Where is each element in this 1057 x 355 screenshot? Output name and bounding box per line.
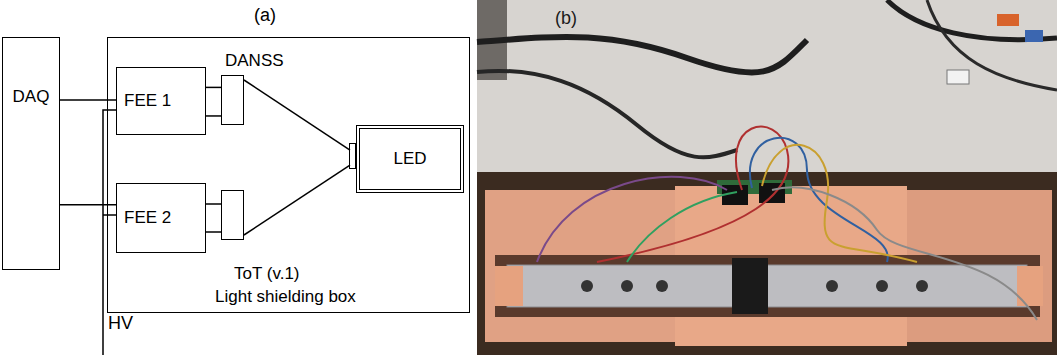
sensor-dot — [581, 280, 593, 292]
node-label: FEE 2 — [124, 209, 171, 228]
node-label: FEE 1 — [124, 92, 171, 111]
wire — [627, 192, 737, 262]
signal-name: HV — [108, 314, 133, 334]
hv-line — [103, 214, 116, 216]
end-block — [495, 266, 523, 306]
panel-letter: (a) — [254, 6, 276, 26]
node-label: Light shielding box — [215, 288, 469, 307]
clamp — [732, 258, 768, 314]
wire — [772, 187, 1037, 320]
connector — [997, 14, 1019, 26]
led-box: LED — [356, 125, 464, 193]
wire — [762, 145, 917, 262]
connector-line — [206, 115, 221, 117]
connector-line — [206, 203, 221, 205]
connector-line — [206, 231, 221, 233]
sensor-dot — [826, 280, 838, 292]
black-cable — [477, 71, 737, 157]
foam-channel — [495, 255, 1040, 317]
connector — [1025, 30, 1043, 42]
detector-strip: DANSS — [221, 75, 244, 125]
sensor-dot — [621, 280, 633, 292]
node-label: DAQ — [13, 88, 50, 107]
node-label: LED — [393, 150, 426, 169]
connector-line — [244, 165, 350, 235]
photo-ground — [477, 0, 1057, 355]
fee-box: FEE 2 — [116, 183, 206, 253]
led-window — [349, 143, 356, 169]
sensor-dot — [916, 280, 928, 292]
connector-line — [206, 87, 221, 89]
black-cable — [477, 37, 807, 73]
sensor-dot — [876, 280, 888, 292]
detector-strip: ToT (v.1) — [221, 190, 244, 240]
connector-line — [244, 80, 350, 150]
node-label: ToT (v.1) — [234, 265, 300, 313]
setup-photo — [477, 0, 1057, 355]
wire — [537, 177, 727, 262]
table-surface — [477, 0, 1057, 172]
node-label: DANSS — [225, 52, 284, 100]
fee-box: FEE 1 — [116, 67, 206, 135]
sensor-dot — [656, 280, 668, 292]
connector — [947, 70, 969, 84]
black-cable — [927, 0, 1057, 90]
panel-letter: (b) — [555, 9, 577, 29]
daq-box: DAQ — [2, 37, 60, 270]
light-shielding-box: Light shielding box FEE 1 FEE 2 DANSS ToT (v… — [107, 37, 470, 313]
